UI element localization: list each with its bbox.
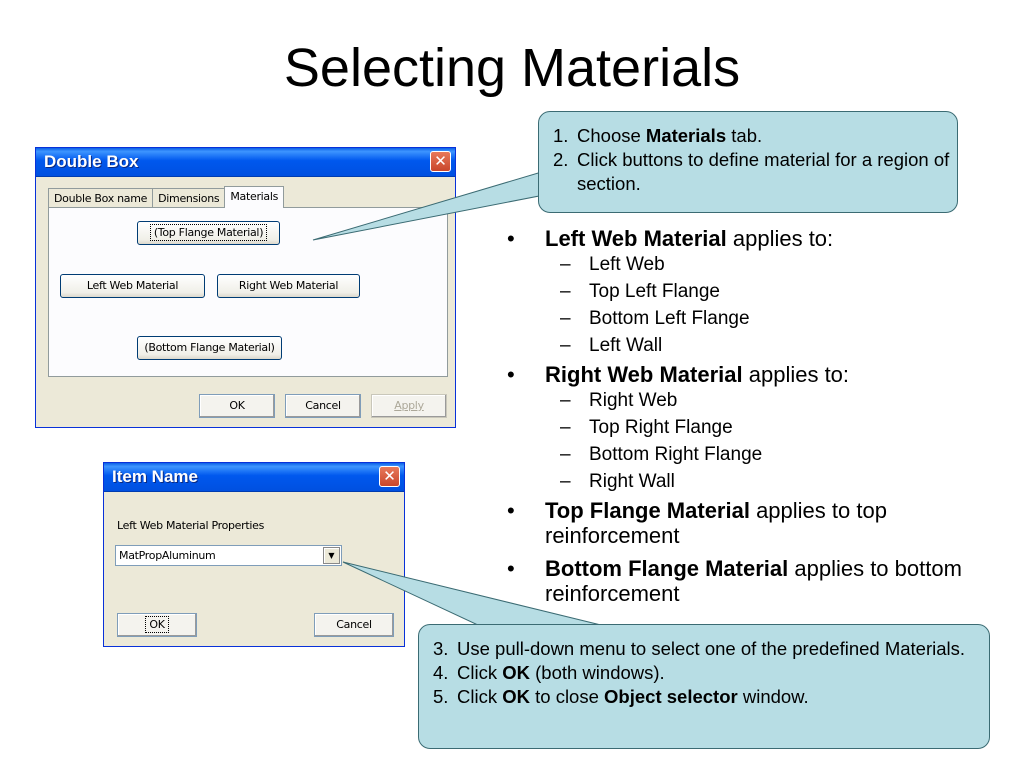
tab-double-box-name[interactable]: Double Box name: [48, 188, 154, 208]
callout-step: 3.Use pull-down menu to select one of th…: [433, 638, 966, 659]
bullet-left-web: •Left Web Material applies to:: [507, 226, 834, 251]
bottom-flange-material-button[interactable]: (Bottom Flange Material): [137, 336, 282, 360]
bullet-bottom-flange: •Bottom Flange Material applies to botto…: [507, 556, 962, 606]
item-name-dialog: Item Name ✕ Left Web Material Properties…: [103, 462, 405, 647]
double-box-titlebar[interactable]: Double Box ✕: [36, 148, 455, 177]
chevron-down-icon[interactable]: ▼: [323, 547, 340, 564]
material-combo[interactable]: MatPropAluminum ▼: [115, 545, 342, 566]
item-cancel-button[interactable]: Cancel: [314, 613, 394, 637]
material-combo-value: MatPropAluminum: [119, 549, 216, 562]
material-bullets: •Left Web Material applies to: –Left Web…: [505, 226, 975, 606]
callout-steps-1-2: 1.Choose Materials tab. 2.Click buttons …: [538, 111, 958, 213]
slide-title: Selecting Materials: [283, 38, 741, 98]
double-box-dialog: Double Box ✕ Double Box name Dimensions …: [35, 147, 456, 428]
callout-step: 5.Click OK to close Object selector wind…: [433, 686, 809, 707]
cancel-button[interactable]: Cancel: [285, 394, 361, 418]
callout-steps-3-5: 3.Use pull-down menu to select one of th…: [418, 624, 990, 749]
left-web-material-button[interactable]: Left Web Material: [60, 274, 205, 298]
sub-bullet: –Bottom Left Flange: [560, 308, 750, 329]
bullet-top-flange: •Top Flange Material applies to top rein…: [507, 498, 887, 548]
sub-bullet: –Top Left Flange: [560, 281, 720, 302]
sub-bullet: –Top Right Flange: [560, 417, 733, 438]
sub-bullet: –Right Web: [560, 390, 678, 411]
sub-bullet: –Left Wall: [560, 335, 663, 356]
right-web-material-button[interactable]: Right Web Material: [217, 274, 360, 298]
double-box-tabs: Double Box name Dimensions Materials: [48, 186, 285, 208]
apply-button[interactable]: Apply: [371, 394, 447, 418]
tab-dimensions[interactable]: Dimensions: [152, 188, 226, 208]
item-ok-button[interactable]: OK: [117, 613, 197, 637]
double-box-title: Double Box: [44, 152, 139, 171]
ok-button[interactable]: OK: [199, 394, 275, 418]
top-flange-material-button[interactable]: (Top Flange Material): [137, 221, 280, 245]
item-name-titlebar[interactable]: Item Name ✕: [104, 463, 404, 492]
callout-step: 4.Click OK (both windows).: [433, 662, 665, 683]
material-properties-label: Left Web Material Properties: [117, 519, 265, 532]
close-icon[interactable]: ✕: [379, 466, 400, 487]
close-icon[interactable]: ✕: [430, 151, 451, 172]
callout-step: 2.Click buttons to define material for a…: [553, 149, 950, 194]
sub-bullet: –Right Wall: [560, 471, 675, 492]
sub-bullet: –Left Web: [560, 254, 665, 275]
bullet-right-web: •Right Web Material applies to:: [507, 362, 850, 387]
tab-materials[interactable]: Materials: [224, 186, 285, 208]
sub-bullet: –Bottom Right Flange: [560, 444, 763, 465]
item-name-title: Item Name: [112, 467, 198, 486]
callout-step: 1.Choose Materials tab.: [553, 125, 763, 146]
